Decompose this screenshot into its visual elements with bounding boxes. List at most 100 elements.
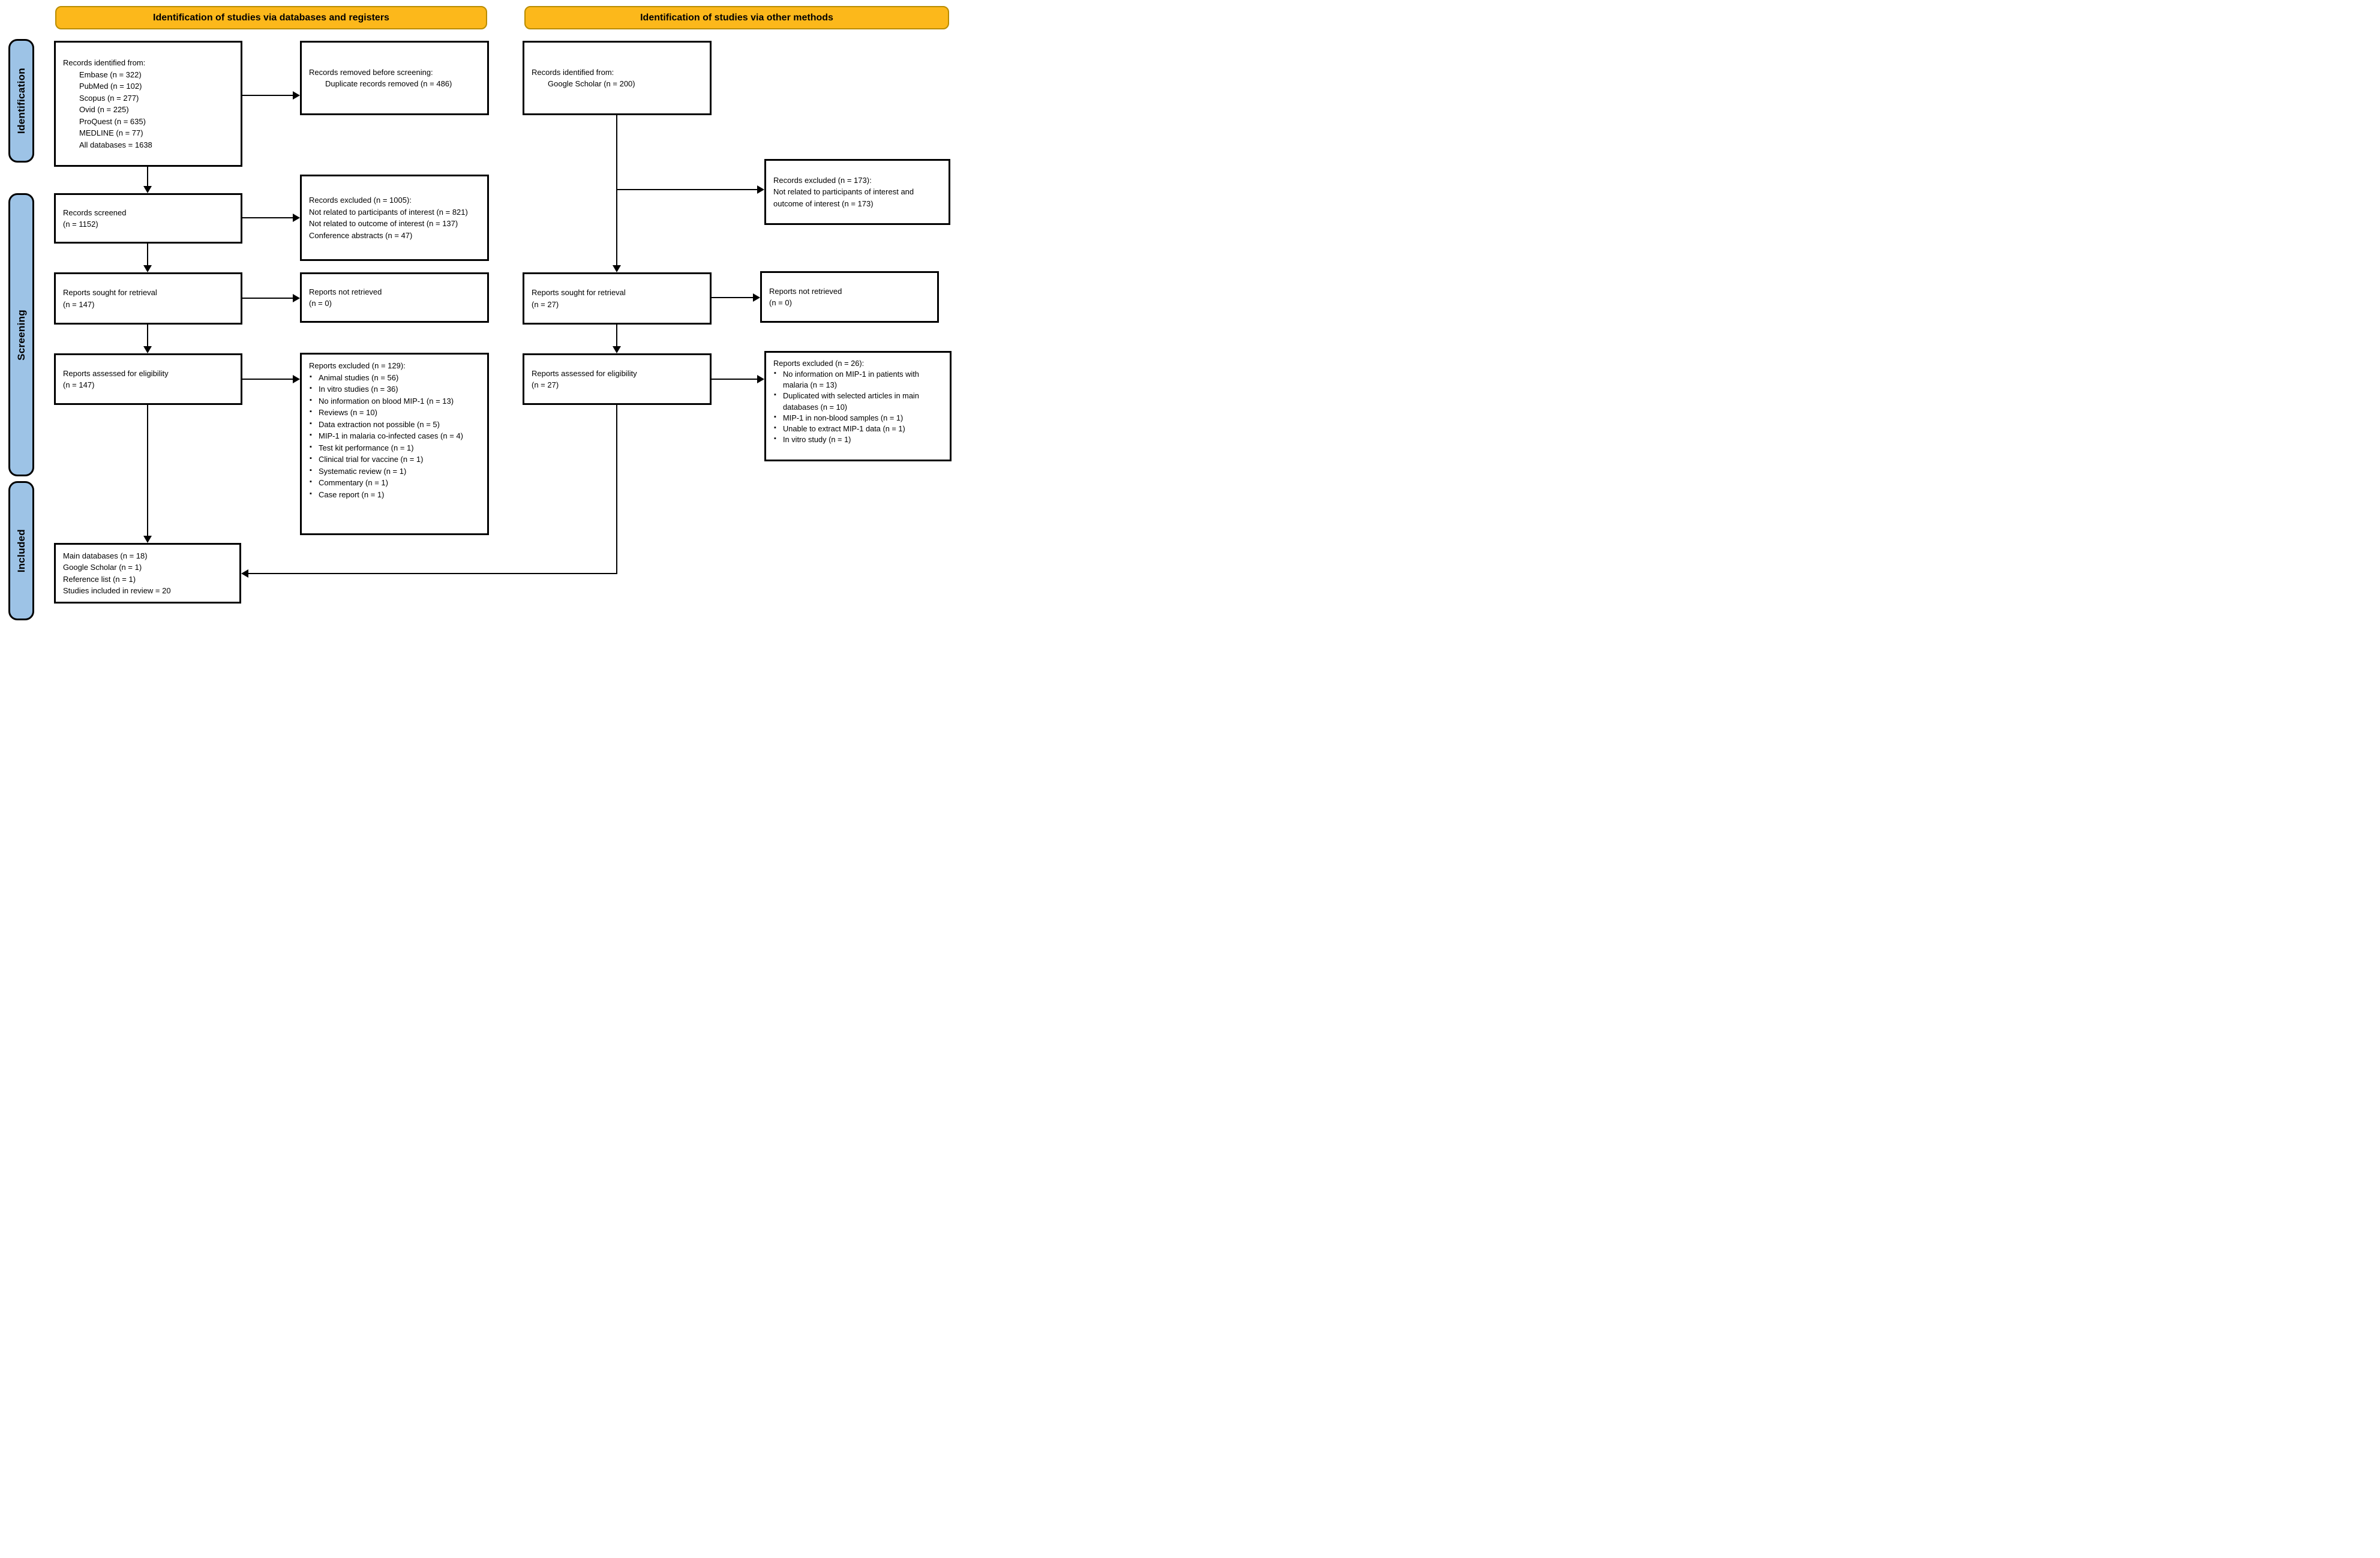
arrowhead-right-icon — [757, 185, 764, 194]
header-databases-registers: Identification of studies via databases … — [55, 6, 487, 29]
connector-other-assessed-to-excluded — [712, 379, 758, 380]
text-line: PubMed (n = 102) — [79, 82, 142, 91]
text-line: (n = 147) — [63, 380, 95, 389]
text-line: All databases = 1638 — [79, 140, 152, 149]
arrowhead-right-icon — [293, 91, 300, 100]
text-line: Not related to outcome of interest (n = … — [309, 219, 458, 228]
text-line: Commentary (n = 1) — [309, 477, 482, 489]
text-line: Records excluded (n = 173): — [773, 175, 872, 185]
connector-other-identified-to-excluded — [617, 189, 758, 190]
text-line: Reports excluded (n = 26): — [773, 359, 865, 368]
connector-screened-to-excluded — [242, 217, 293, 218]
arrowhead-right-icon — [293, 375, 300, 383]
header-databases-registers-label: Identification of studies via databases … — [153, 12, 389, 23]
text-line: ProQuest (n = 635) — [79, 116, 146, 126]
text-line: No information on MIP-1 in patients with… — [773, 369, 945, 391]
connector-sought-to-assessed — [147, 325, 148, 347]
box-reports-assessed-other: Reports assessed for eligibility (n = 27) — [523, 353, 712, 405]
connector-other-sought-to-not-retrieved — [712, 297, 753, 298]
stage-included: Included — [8, 481, 34, 620]
arrowhead-right-icon — [293, 294, 300, 302]
box-studies-included-text: Main databases (n = 18) Google Scholar (n… — [63, 550, 235, 597]
box-records-excluded: Records excluded (n = 1005):Not related … — [300, 175, 489, 261]
text-line: Unable to extract MIP-1 data (n = 1) — [773, 424, 945, 434]
stage-identification-label: Identification — [15, 68, 27, 134]
box-reports-excluded-other-text: Reports excluded (n = 26):No information… — [773, 358, 945, 445]
text-line: Google Scholar (n = 1) — [63, 563, 142, 572]
box-reports-assessed-other-text: Reports assessed for eligibility (n = 27) — [532, 368, 705, 391]
text-line: Data extraction not possible (n = 5) — [309, 419, 482, 431]
box-reports-not-retrieved-other-text: Reports not retrieved (n = 0) — [769, 286, 932, 309]
box-records-screened: Records screened (n = 1152) — [54, 193, 242, 244]
text-line: Duplicate records removed (n = 486) — [325, 79, 452, 88]
text-line: (n = 27) — [532, 380, 559, 389]
arrowhead-down-icon — [143, 536, 152, 543]
connector-sought-to-not-retrieved — [242, 298, 293, 299]
box-reports-sought-retrieval: Reports sought for retrieval (n = 147) — [54, 272, 242, 325]
text-line: Reports sought for retrieval — [532, 288, 626, 297]
connector-screened-to-sought — [147, 244, 148, 266]
text-line: Reports sought for retrieval — [63, 288, 157, 297]
text-line: Reports assessed for eligibility — [63, 368, 169, 378]
text-line: MIP-1 in malaria co-infected cases (n = … — [309, 430, 482, 442]
text-line: Records identified from: — [532, 67, 614, 77]
text-line: Duplicated with selected articles in mai… — [773, 391, 945, 412]
text-line: (n = 147) — [63, 299, 95, 309]
text-line: Not related to participants of interest … — [773, 187, 914, 208]
text-line: Reports assessed for eligibility — [532, 368, 637, 378]
box-records-screened-text: Records screened (n = 1152) — [63, 207, 236, 230]
box-records-excluded-other: Records excluded (n = 173): Not related t… — [764, 159, 950, 225]
box-records-identified-databases: Records identified from:Embase (n = 322)… — [54, 41, 242, 167]
text-line: Reports not retrieved — [309, 287, 382, 296]
box-reports-sought-text: Reports sought for retrieval (n = 147) — [63, 287, 236, 310]
text-line: Studies included in review = 20 — [63, 586, 171, 595]
text-line: Reference list (n = 1) — [63, 574, 136, 584]
text-line: Conference abstracts (n = 47) — [309, 230, 413, 240]
box-reports-excluded-text: Reports excluded (n = 129):Animal studie… — [309, 360, 482, 500]
arrowhead-down-icon — [143, 186, 152, 193]
connector-other-sought-to-assessed — [616, 325, 617, 347]
text-line: (n = 1152) — [63, 220, 98, 229]
box-reports-not-retrieved: Reports not retrieved (n = 0) — [300, 272, 489, 323]
text-line: (n = 0) — [769, 298, 792, 307]
text-line: Case report (n = 1) — [309, 489, 482, 501]
text-line: Google Scholar (n = 200) — [548, 79, 635, 88]
stage-screening-label: Screening — [15, 309, 27, 361]
box-records-identified-databases-text: Records identified from:Embase (n = 322)… — [63, 57, 236, 151]
text-line: (n = 0) — [309, 299, 332, 308]
text-line: Main databases (n = 18) — [63, 551, 148, 560]
arrowhead-right-icon — [757, 375, 764, 383]
text-line: Test kit performance (n = 1) — [309, 442, 482, 454]
arrowhead-right-icon — [293, 214, 300, 222]
connector-identified-to-screened — [147, 167, 148, 187]
text-line: Reports not retrieved — [769, 286, 842, 296]
box-reports-assessed-eligibility: Reports assessed for eligibility (n = 147… — [54, 353, 242, 405]
box-reports-excluded-other-list: Reports excluded (n = 26):No information… — [764, 351, 952, 461]
box-reports-sought-other-text: Reports sought for retrieval(n = 27) — [532, 287, 705, 310]
text-line: Scopus (n = 277) — [79, 93, 139, 103]
stage-screening: Screening — [8, 193, 34, 476]
text-line: In vitro study (n = 1) — [773, 434, 945, 445]
text-line: Clinical trial for vaccine (n = 1) — [309, 454, 482, 466]
text-line: Records screened — [63, 208, 127, 217]
box-records-identified-other: Records identified from: Google Scholar (… — [523, 41, 712, 115]
arrowhead-left-icon — [241, 569, 248, 578]
text-line: MIP-1 in non-blood samples (n = 1) — [773, 413, 945, 424]
prisma-flow-diagram: Identification of studies via databases … — [0, 0, 952, 623]
connector-assessed-to-included — [147, 405, 148, 536]
text-line: Reports excluded (n = 129): — [309, 361, 406, 370]
text-line: No information on blood MIP-1 (n = 13) — [309, 395, 482, 407]
text-line: In vitro studies (n = 36) — [309, 383, 482, 395]
text-line: Reviews (n = 10) — [309, 407, 482, 419]
arrowhead-right-icon — [753, 293, 760, 302]
stage-identification: Identification — [8, 39, 34, 163]
box-records-removed-before-screening: Records removed before screening:Duplica… — [300, 41, 489, 115]
connector-other-assessed-to-included-vertical — [616, 405, 617, 574]
box-reports-not-retrieved-text: Reports not retrieved (n = 0) — [309, 286, 482, 310]
arrowhead-down-icon — [613, 265, 621, 272]
connector-other-identified-to-sought — [616, 115, 617, 266]
box-records-identified-other-text: Records identified from: Google Scholar (… — [532, 67, 705, 90]
connector-identified-to-removed — [242, 95, 293, 96]
text-line: Systematic review (n = 1) — [309, 466, 482, 478]
box-records-excluded-text: Records excluded (n = 1005):Not related … — [309, 194, 482, 241]
